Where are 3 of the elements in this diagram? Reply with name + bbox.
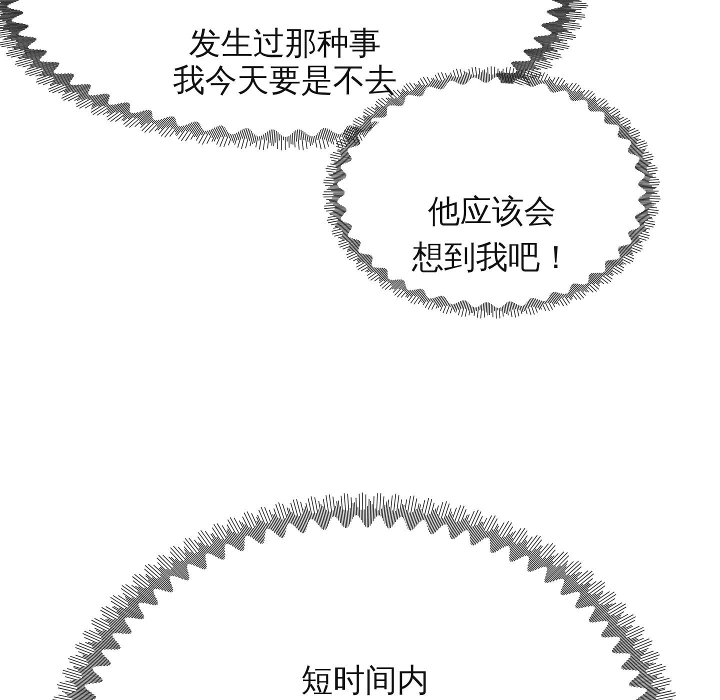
- bubble-text: 他应该会想到我吧！: [410, 190, 573, 278]
- bubble-text: 发生过那种事我今天要是不去: [172, 25, 398, 99]
- bubble-text: 短时间内: [300, 660, 430, 700]
